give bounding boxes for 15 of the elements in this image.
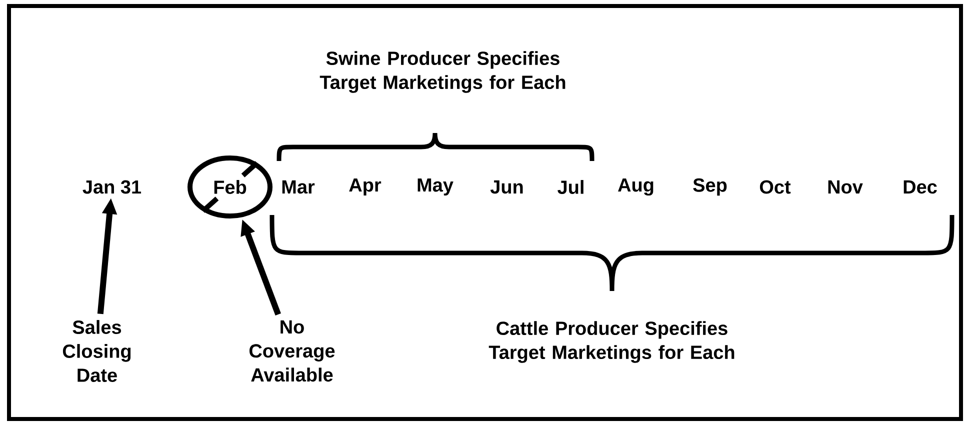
note-text: No Coverage Available: [250, 320, 335, 382]
month-label: Jun: [490, 180, 523, 194]
month-label: Jul: [558, 180, 584, 194]
group-caption: Cattle Producer Specifies Target Marketings for Each: [488, 321, 734, 363]
month-label: May: [418, 178, 454, 196]
month-label: Dec: [904, 180, 937, 194]
group-caption: Swine Producer Specifies Target Marketings for Each: [320, 51, 566, 93]
month-label: Oct: [760, 180, 791, 194]
month-label: Aug: [618, 178, 654, 196]
crossed-out-month: Feb: [188, 156, 272, 218]
month-label: Nov: [828, 180, 863, 194]
month-label: Sep: [693, 178, 727, 196]
month-label: Apr: [349, 178, 382, 196]
date-label: Jan 31: [82, 180, 142, 194]
note-text: Sales Closing Date: [62, 320, 131, 382]
